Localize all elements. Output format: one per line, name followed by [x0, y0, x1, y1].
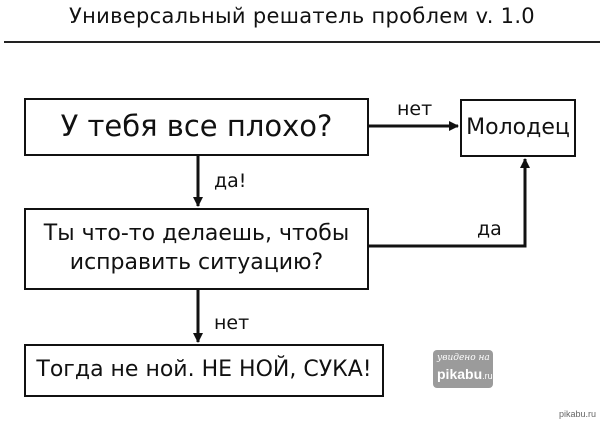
watermark-tld: .ru — [482, 371, 493, 381]
node-stop-text: Тогда не ной. НЕ НОЙ, СУКА! — [36, 357, 372, 383]
title-underline — [4, 41, 600, 43]
edge-label-yes-right: да — [477, 218, 502, 240]
edge-label-yes-top: да! — [214, 170, 247, 192]
node-good-text: Молодец — [466, 114, 570, 140]
node-start-question: У тебя все плохо? — [24, 98, 369, 156]
node-start-text: У тебя все плохо? — [60, 109, 333, 144]
node-doing-line2: исправить ситуацию? — [69, 250, 324, 275]
watermark-brand-wrap: pikabu.ru — [437, 366, 493, 382]
diagram-title: Универсальный решатель проблем v. 1.0 — [69, 4, 535, 28]
node-doing-line1: Ты что-то делаешь, чтобы — [43, 221, 350, 247]
node-good: Молодец — [460, 99, 576, 157]
watermark-brand: pikabu — [437, 366, 483, 382]
pikabu-watermark: увидено на pikabu.ru — [433, 350, 493, 388]
edge-label-no-bottom: нет — [214, 312, 250, 334]
node-stop: Тогда не ной. НЕ НОЙ, СУКА! — [24, 344, 384, 397]
corner-watermark: pikabu.ru — [558, 409, 596, 419]
node-doing-text: Ты что-то делаешь, чтобы исправить ситуа… — [44, 220, 349, 277]
watermark-line1: увидено на — [437, 353, 490, 363]
node-doing-question: Ты что-то делаешь, чтобы исправить ситуа… — [24, 208, 369, 290]
edge-label-no-top: нет — [397, 98, 433, 120]
arrow-question-to-good — [369, 158, 530, 248]
